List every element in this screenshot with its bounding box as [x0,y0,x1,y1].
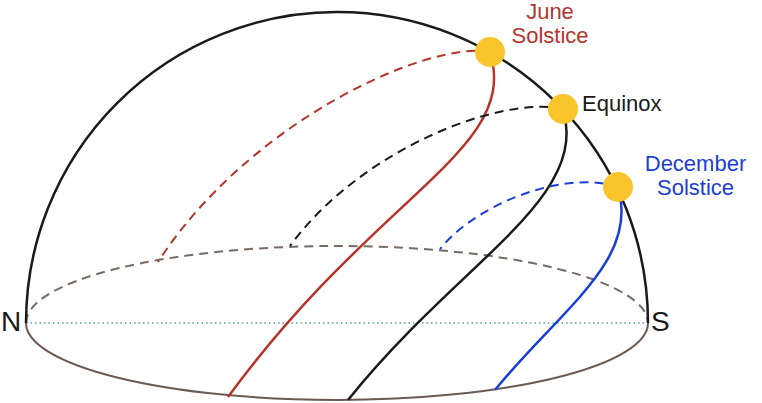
season-label: June Solstice [495,0,605,48]
season-label: December Solstice [633,152,758,200]
sun-june [475,37,505,67]
december-path [495,187,622,390]
horizon-front [26,323,648,400]
season-label: Equinox [582,92,692,116]
horizon-back [26,246,648,323]
compass-label: N [1,306,27,337]
sun-equinox [548,94,578,124]
compass-label: S [651,306,681,337]
dome-arc [26,12,648,323]
equinox-path-hidden [290,107,563,246]
sun-december [603,172,633,202]
june-path-hidden [158,51,490,262]
december-path-hidden [440,182,618,249]
june-path [228,52,494,397]
equinox-path [348,109,567,400]
